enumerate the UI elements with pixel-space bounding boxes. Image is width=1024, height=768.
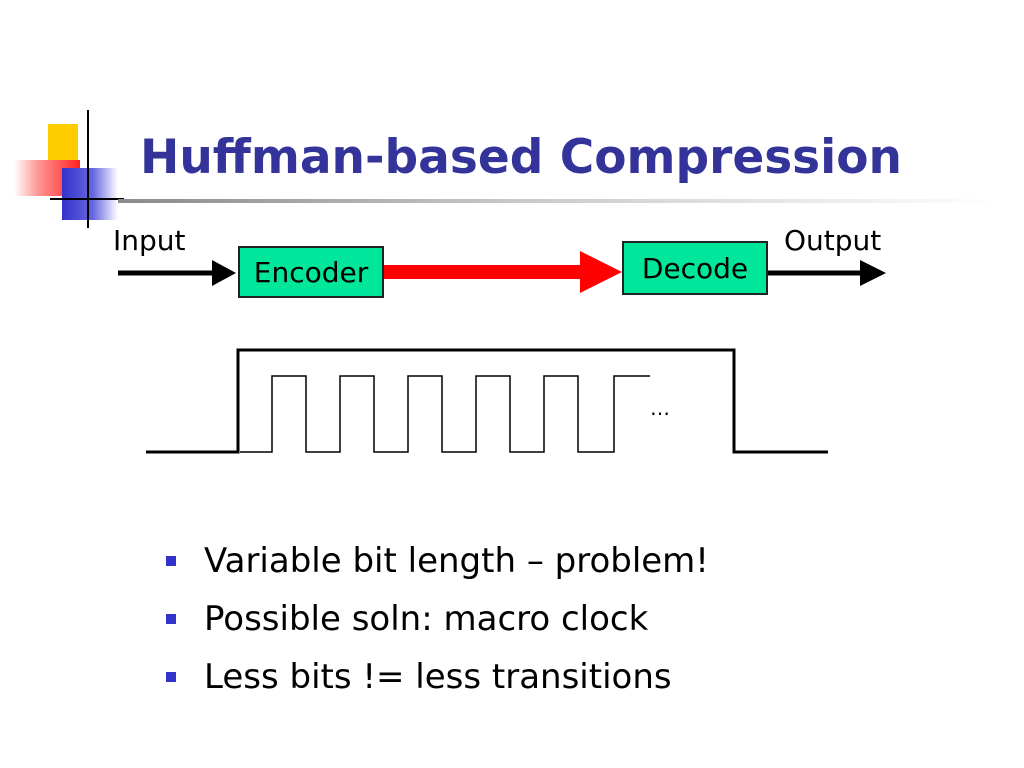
- input-label: Input: [113, 224, 186, 257]
- bullet-item: Possible soln: macro clock: [160, 590, 709, 648]
- bullet-text: Possible soln: macro clock: [204, 599, 649, 639]
- decorative-blue-square: [62, 168, 118, 220]
- waveform-ellipsis: …: [650, 396, 670, 420]
- decorative-vertical-line: [87, 110, 89, 228]
- bullet-square-icon: [166, 614, 176, 624]
- bullet-item: Variable bit length – problem!: [160, 532, 709, 590]
- bullet-item: Less bits != less transitions: [160, 648, 709, 706]
- slide-title: Huffman-based Compression: [140, 130, 903, 185]
- macro-clock-waveform: [146, 348, 828, 454]
- decorative-horizontal-line: [50, 198, 124, 200]
- output-label: Output: [784, 224, 882, 257]
- bullet-text: Less bits != less transitions: [204, 657, 672, 697]
- encoder-label: Encoder: [253, 255, 369, 289]
- bullet-list: Variable bit length – problem! Possible …: [160, 532, 709, 706]
- input-arrowhead: [212, 260, 236, 286]
- decorative-yellow-square: [48, 124, 78, 164]
- title-underline-rule: [118, 199, 998, 203]
- encoder-box: Encoder: [238, 246, 384, 298]
- channel-arrowhead: [580, 251, 622, 293]
- output-arrowhead: [860, 260, 886, 286]
- decoder-label: Decode: [641, 251, 749, 285]
- decoder-box: Decode: [622, 241, 768, 295]
- bullet-square-icon: [166, 672, 176, 682]
- channel-arrow-shaft: [384, 265, 584, 279]
- bit-pulse-waveform: [240, 375, 650, 453]
- bullet-text: Variable bit length – problem!: [204, 541, 709, 581]
- bullet-square-icon: [166, 556, 176, 566]
